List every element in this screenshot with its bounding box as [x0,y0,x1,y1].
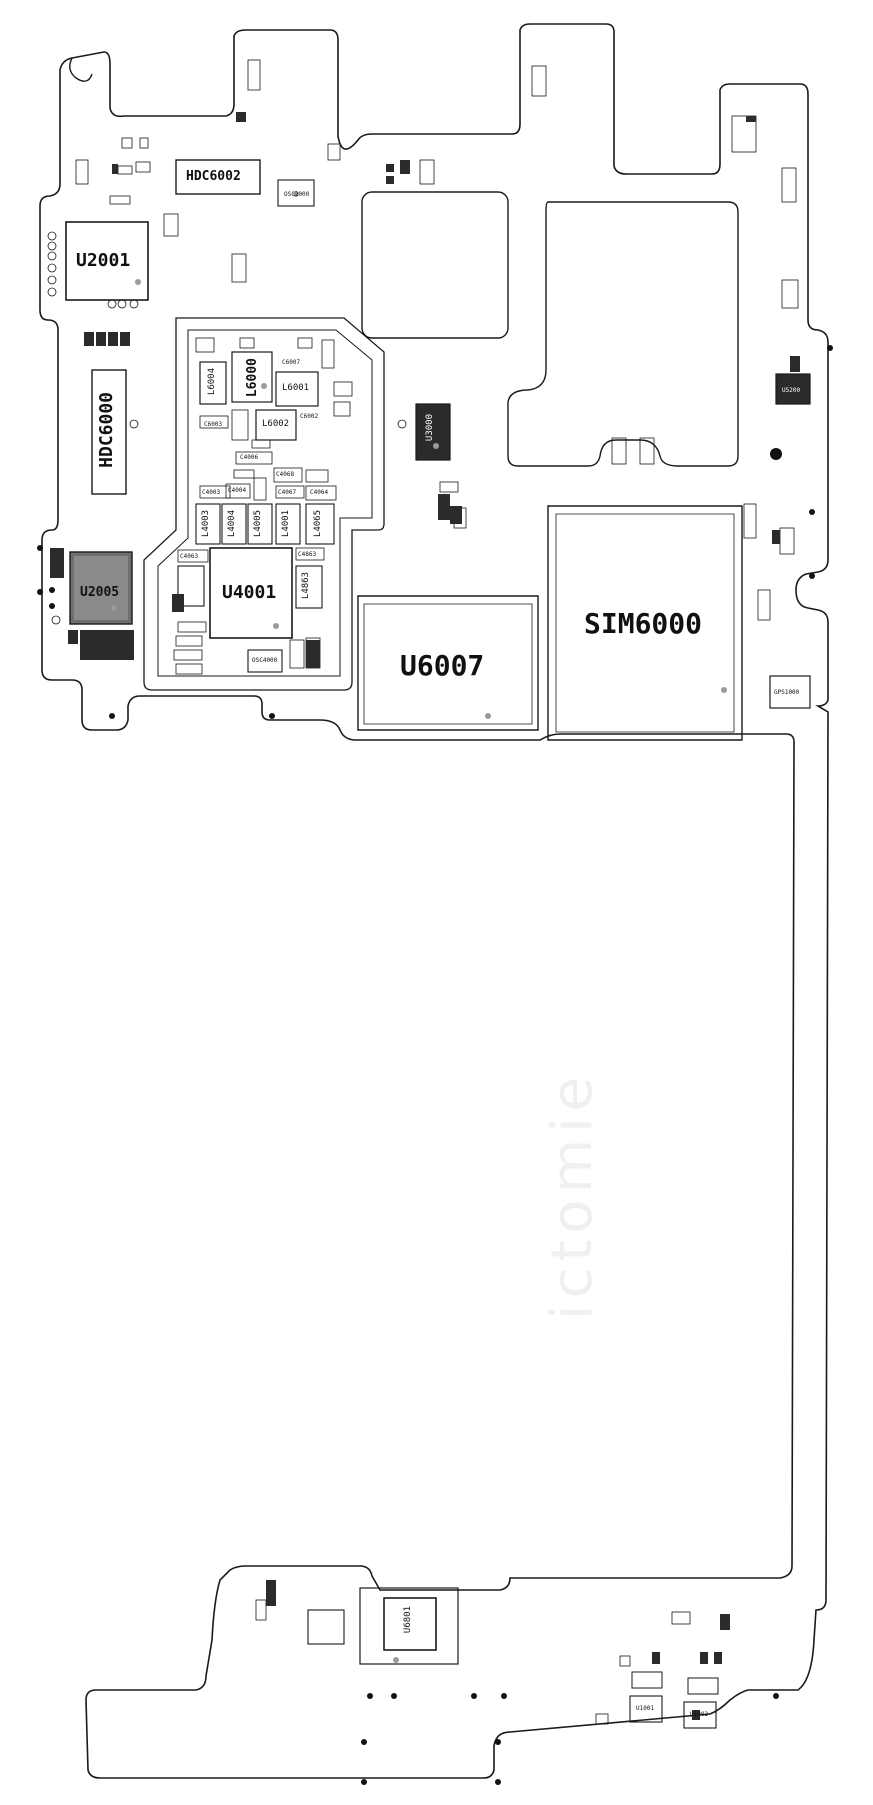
gps1000-label: GPS1000 [774,689,800,696]
l6000-inductor [231,351,273,403]
u5200-label: U5200 [782,387,801,394]
u1002-label: U1002 [690,1711,709,1718]
dark-smd-components [50,112,800,1720]
u3000-label: U3000 [425,414,435,442]
u4001-chip [209,547,293,639]
osc4000-label: OSC4000 [252,657,278,664]
sim6000-frame [547,505,743,741]
u6801-label: U6801 [403,1606,413,1634]
shield-window-2 [507,201,739,467]
l4003-label: L4003 [201,510,211,538]
test-points [111,191,727,1663]
top-left-notch [69,57,93,82]
u1001-chip [629,1695,663,1723]
bottom-crystal [307,1609,345,1645]
u1002-chip [683,1701,717,1729]
gps1000-chip [769,675,811,709]
l6001-label: L6001 [282,383,310,393]
hdc6002-label: HDC6002 [186,169,241,184]
u4001-shield [143,317,385,691]
sim6000-label: SIM6000 [584,607,703,640]
l6004-inductor [199,361,227,405]
l4863-label: L4863 [301,572,311,600]
osc2000-label: OSC2000 [284,191,310,198]
c4067-label: C4067 [278,489,297,496]
l6004-label: L6004 [207,368,217,396]
u6007-label: U6007 [400,649,485,682]
c4063-label: C4063 [180,553,199,560]
u2005-label: U2005 [80,585,120,600]
l4004-label: L4004 [227,510,237,538]
hdc6000-label: HDC6000 [96,392,117,468]
via-rings [47,231,407,625]
u6007-inner [363,603,533,725]
u2001-chip [65,221,149,301]
smd-components [75,59,799,1725]
c4006-label: C4006 [240,454,259,461]
c6007-label: C6007 [282,359,301,366]
watermark-text: ictomie [540,1070,605,1320]
u1001-label: U1001 [636,1705,655,1712]
sim6000-inner [555,513,735,733]
c6002-label: C6002 [300,413,319,420]
c4004-label: C4004 [228,487,247,494]
l6000-label: L6000 [245,358,260,398]
hdc6000-connector [91,369,127,495]
u6801-chip [383,1597,437,1651]
c4064-label: C4064 [310,489,329,496]
osc4000-crystal [247,649,283,673]
l4005-label: L4005 [253,510,263,538]
osc2000-crystal [277,179,315,207]
u6801-frame [359,1587,459,1665]
c6003-label: C6003 [204,421,223,428]
u5200-chip [775,373,811,405]
l6001-inductor [275,371,319,407]
c4068-label: C4068 [276,471,295,478]
l6002-inductor [255,409,297,441]
hdc6002-connector [175,159,261,195]
u3000-chip [415,403,451,461]
u4001-label: U4001 [222,582,277,603]
l4001-label: L4001 [281,510,291,538]
c4003-label: C4003 [202,489,221,496]
board-outline [39,23,829,1779]
u2001-label: U2001 [76,250,131,271]
u6007-frame [357,595,539,731]
mounting-holes [37,345,833,1785]
shield-window-1 [361,191,509,339]
u4001-shield-inner [157,329,373,677]
c4863-label: C4863 [298,551,317,558]
l6002-label: L6002 [262,419,290,429]
l4065-label: L4065 [313,510,323,538]
